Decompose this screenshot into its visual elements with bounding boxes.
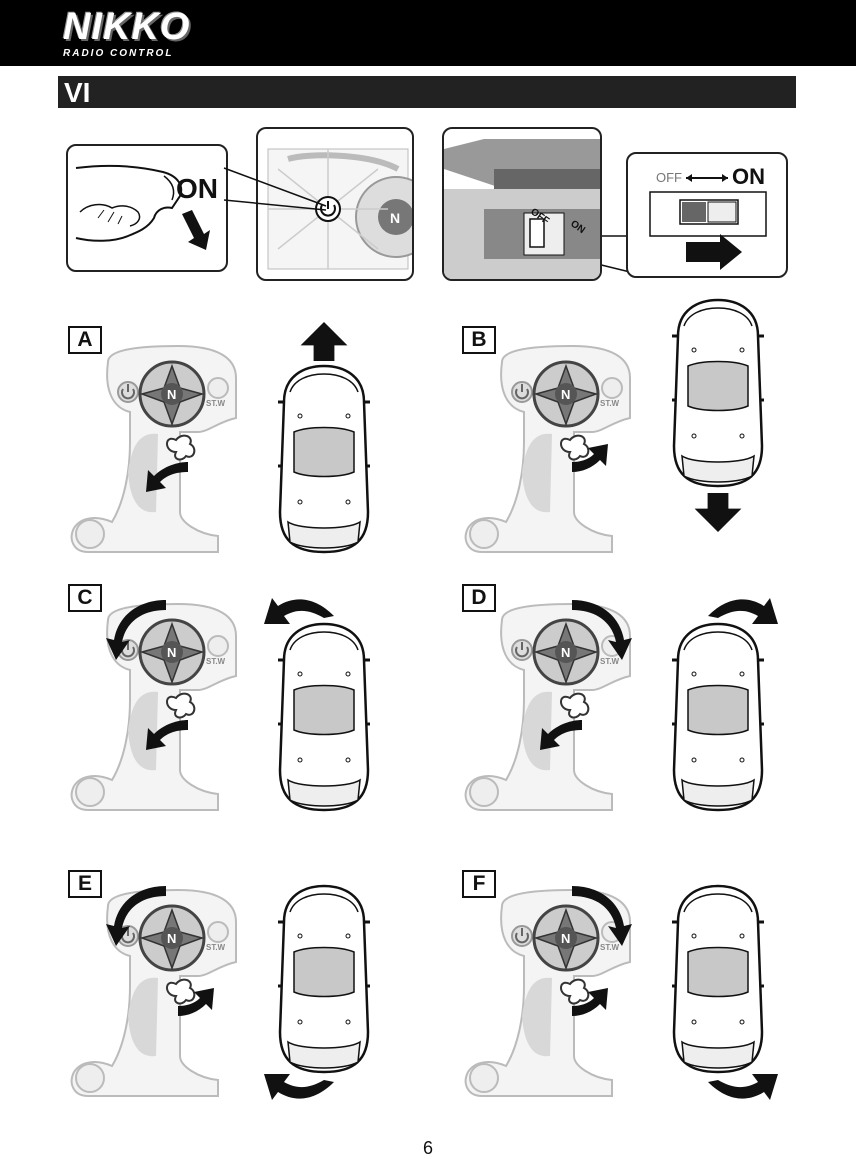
nikko-logo: NIKKO RADIO CONTROL: [55, 2, 195, 64]
car-illustration: [264, 884, 370, 1100]
switch-off-label: OFF: [656, 170, 682, 185]
reverse-right-arrow-icon: [708, 1074, 778, 1100]
steering-trim-label: ST.W: [600, 657, 620, 666]
car-illustration: [278, 322, 370, 554]
car-switch-box: OFF ON: [442, 127, 602, 281]
remote-illustration: N ST.W: [464, 600, 632, 811]
switch-callout-box: OFF ON: [626, 152, 788, 278]
panel-label: C: [68, 584, 102, 612]
panel-label: B: [462, 326, 496, 354]
car-illustration: [264, 598, 370, 812]
hand-illustration: ON: [75, 164, 218, 250]
steer-left-arrow-icon: [106, 886, 166, 946]
remote-illustration: N ST.W: [70, 344, 237, 553]
down-arrow-icon: [182, 210, 210, 250]
svg-text:N: N: [561, 387, 570, 402]
power-button-zoom: N: [256, 127, 414, 281]
switch-on-label: ON: [732, 164, 765, 189]
panel-a: A N ST.W: [68, 312, 398, 562]
car-illustration: [672, 884, 778, 1100]
steer-right-arrow-icon: [572, 600, 632, 660]
remote-top-illustration: N: [267, 148, 412, 270]
forward-right-arrow-icon: [708, 598, 778, 624]
panel-label: F: [462, 870, 496, 898]
forward-left-arrow-icon: [264, 598, 334, 624]
svg-text:N: N: [167, 931, 176, 946]
remote-illustration: N ST.W: [464, 344, 631, 553]
panel-d: D N ST.W: [462, 570, 792, 820]
steering-trim-label: ST.W: [206, 399, 226, 408]
logo-main-text: NIKKO: [63, 6, 191, 48]
trigger-push-arrow-icon: [572, 444, 608, 472]
steering-trim-label: ST.W: [206, 657, 226, 666]
steering-trim-label: ST.W: [600, 399, 620, 408]
steer-left-arrow-icon: [106, 600, 166, 660]
svg-text:N: N: [561, 931, 570, 946]
trigger-pull-arrow-icon: [146, 462, 188, 492]
car-illustration: [672, 298, 764, 532]
steer-right-arrow-icon: [572, 886, 632, 946]
switch-diagram: OFF ON: [649, 164, 767, 270]
section-title: VI: [64, 77, 91, 108]
trigger-push-arrow-icon: [572, 988, 608, 1016]
panel-b: B N ST.W: [462, 298, 792, 562]
panel-c: C N ST.W: [68, 570, 398, 820]
logo-sub-text: RADIO CONTROL: [63, 48, 174, 59]
car-underside-illustration: OFF ON: [444, 139, 600, 279]
panel-label: D: [462, 584, 496, 612]
trigger-pull-arrow-icon: [146, 720, 188, 750]
reverse-arrow-icon: [694, 493, 742, 532]
steering-trim-label: ST.W: [206, 943, 226, 952]
remote-illustration: N ST.W: [70, 886, 237, 1097]
forward-arrow-icon: [300, 322, 348, 361]
trigger-push-arrow-icon: [178, 988, 214, 1016]
reverse-left-arrow-icon: [264, 1074, 334, 1100]
svg-text:N: N: [561, 645, 570, 660]
panel-f: F N ST.W: [462, 856, 792, 1106]
panel-label: E: [68, 870, 102, 898]
panel-label: A: [68, 326, 102, 354]
steering-trim-label: ST.W: [600, 943, 620, 952]
car-illustration: [672, 598, 778, 812]
svg-text:N: N: [167, 387, 176, 402]
trigger-pull-arrow-icon: [540, 720, 582, 750]
right-arrow-icon: [686, 234, 742, 270]
page-number: 6: [422, 1138, 433, 1158]
remote-illustration: N ST.W: [464, 886, 632, 1097]
header-bar: NIKKO RADIO CONTROL: [0, 0, 856, 66]
svg-text:N: N: [390, 210, 400, 226]
svg-text:N: N: [167, 645, 176, 660]
panel-e: E N ST.W: [68, 856, 398, 1106]
remote-illustration: N ST.W: [70, 600, 237, 811]
finger-press-box: ON: [66, 144, 228, 272]
switch-slider-icon: [682, 202, 706, 222]
section-bar: VI: [58, 76, 796, 108]
finger-on-label: ON: [176, 173, 218, 204]
